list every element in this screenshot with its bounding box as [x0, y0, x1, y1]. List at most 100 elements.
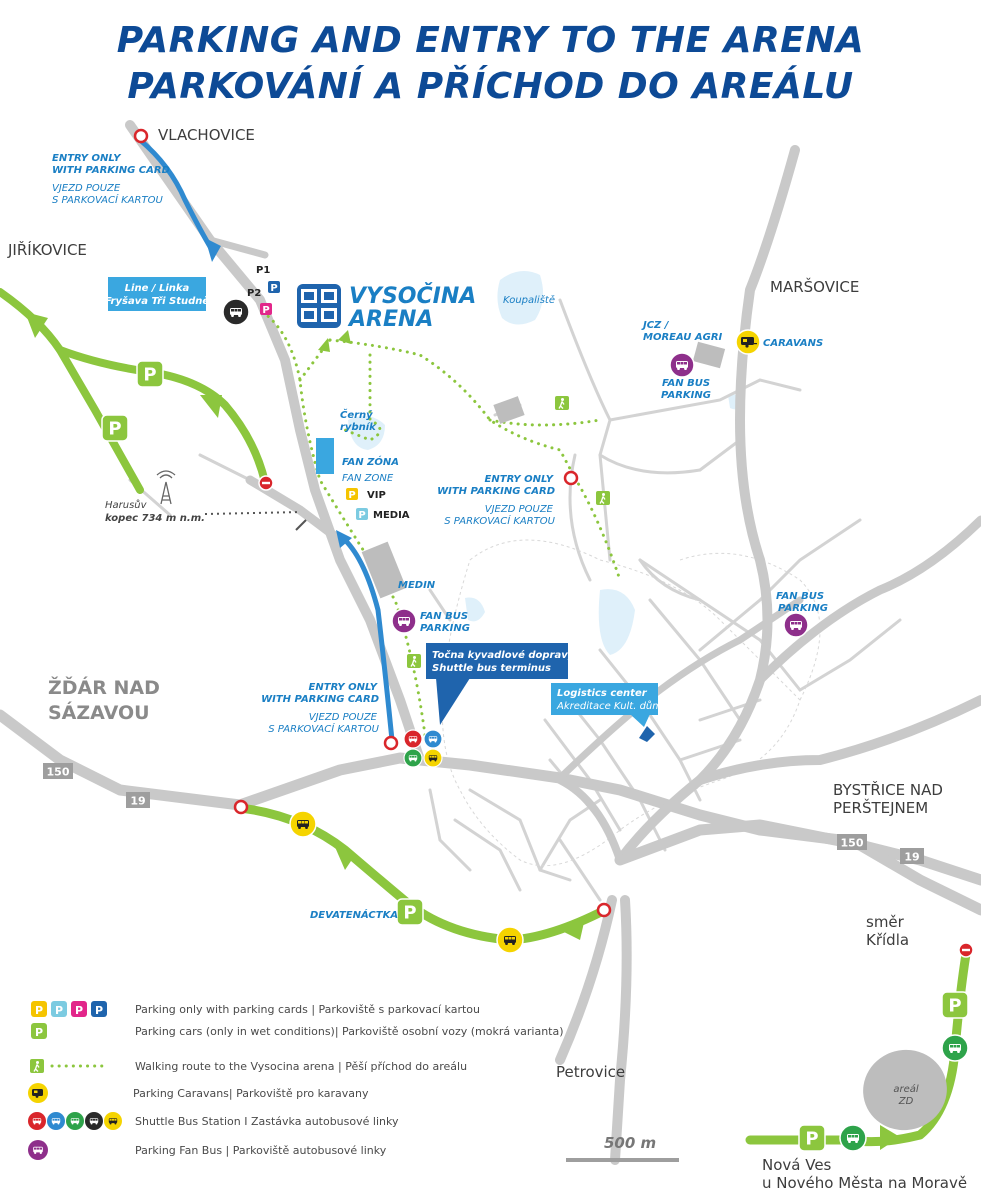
fanbus1-label-line2: PARKING: [661, 390, 711, 401]
legend-text-parking-cards: Parking only with parking cards | Parkov…: [135, 1003, 480, 1016]
shuttle-terminus-cluster: [403, 729, 443, 768]
shuttle-bus-icon-black: [222, 298, 250, 326]
entry-labels: ENTRY ONLY WITH PARKING CARD VJEZD POUZE…: [52, 153, 556, 735]
shuttle-callout-line2: Shuttle bus terminus: [432, 663, 551, 674]
entry1-en-line2: WITH PARKING CARD: [52, 165, 170, 176]
cerny-label-line1: Černý: [340, 407, 373, 421]
no-entry-icon: [258, 475, 274, 491]
entry1-cz-line2: S PARKOVACÍ KARTOU: [52, 193, 163, 206]
road-to-jirikovice: [206, 236, 269, 259]
svg-text:P: P: [75, 1004, 83, 1017]
entry-points: [133, 128, 612, 918]
green-arrow-3: [335, 847, 355, 870]
harusuv-connector: [295, 519, 307, 531]
place-zdar-line2: SÁZAVOU: [48, 701, 150, 724]
shuttle-stops-yellow: [289, 810, 524, 954]
jcz-label-line2: MOREAU AGRI: [643, 332, 723, 343]
walking-person-icon: [555, 396, 569, 410]
blue-arrow-north: [205, 238, 221, 262]
place-bystrice-line1: BYSTŘICE NAD: [833, 780, 943, 799]
shuttle-bus-icon-black: [85, 1112, 103, 1130]
entry1-en-line1: ENTRY ONLY: [52, 153, 122, 164]
blue-route-south: [342, 537, 395, 743]
road-to-bystrice: [695, 695, 981, 785]
parking-cyan-icon: P: [51, 1001, 67, 1017]
svg-text:P: P: [35, 1026, 43, 1039]
entry-point-road19: [233, 799, 249, 815]
fanbus-icon: [783, 612, 809, 638]
legend: P P P P Parking only with parking cards …: [28, 1001, 564, 1160]
parking-blue-icon: P: [91, 1001, 107, 1017]
parking-yellow-icon: P: [31, 1001, 47, 1017]
green-arrow-5: [880, 1125, 900, 1150]
no-entry-icon: [958, 942, 974, 958]
blue-arrow-south: [336, 530, 352, 548]
small-building: [493, 396, 525, 424]
vysocina-arena-logo: VYSOČINA ARENA: [297, 283, 476, 332]
parking-p-letter: P: [143, 365, 156, 386]
svg-text:150: 150: [841, 837, 864, 850]
svg-text:P: P: [35, 1004, 43, 1017]
green-arrowheads: [25, 312, 900, 1150]
title-czech: PARKOVÁNÍ A PŘÍCHOD DO AREÁLU: [127, 66, 854, 107]
title-english: PARKING AND ENTRY TO THE ARENA: [116, 20, 865, 61]
legend-text-walking: Walking route to the Vysocina arena | Pě…: [135, 1060, 467, 1073]
entry2-en-line2: WITH PARKING CARD: [437, 486, 555, 497]
district-border: [441, 539, 821, 867]
harusuv-dotted-line: [204, 511, 301, 515]
arena-parking-signs: P1 P P2 P P P: [247, 265, 368, 521]
logistics-callout: Logistics center Akreditace Kult. dům: [551, 683, 662, 727]
fanbus-icon: [669, 352, 695, 378]
entry2-cz-line1: VJEZD POUZE: [485, 504, 554, 515]
entry3-en-line2: WITH PARKING CARD: [261, 694, 379, 705]
entry3-cz-line1: VJEZD POUZE: [309, 712, 378, 723]
arena-name-line2: ARENA: [347, 307, 433, 332]
legend-row-walking: Walking route to the Vysocina arena | Pě…: [30, 1059, 467, 1073]
p2-label: P2: [247, 288, 261, 299]
fanbus3-label-line1: FAN BUS: [776, 591, 824, 602]
blue-entry-routes: [137, 137, 395, 743]
shuttle-bus-icon: [496, 926, 524, 954]
fanbus2-label-line1: FAN BUS: [420, 611, 468, 622]
cerny-label-line2: rybník: [340, 421, 377, 433]
parking-magenta-icon: P: [260, 303, 272, 316]
no-entry-signs: [258, 475, 974, 958]
legend-text-fanbus: Parking Fan Bus | Parkoviště autobusové …: [135, 1144, 387, 1157]
legend-text-shuttle: Shuttle Bus Station I Zastávka autobusov…: [135, 1115, 399, 1128]
place-vlachovice: VLACHOVICE: [158, 126, 255, 144]
walking-person-icon: [30, 1059, 44, 1073]
shuttle-bus-icon-blue: [47, 1112, 65, 1130]
transmitter-tower-icon: [156, 470, 176, 505]
shuttle-callout-line1: Točna kyvadlové dopravy: [432, 649, 575, 661]
fanbus2-label-line2: PARKING: [420, 623, 470, 634]
shuttle-bus-icon: [839, 1124, 867, 1152]
road-center-east: [556, 596, 804, 782]
blue-route-north: [137, 137, 215, 253]
entry3-cz-line2: S PARKOVACÍ KARTOU: [268, 722, 379, 735]
legend-row-wet-parking: P Parking cars (only in wet conditions)|…: [31, 1023, 564, 1039]
place-marsovice: MARŠOVICE: [770, 277, 859, 296]
parking-p-icon: P: [798, 1124, 826, 1152]
green-arrow-2: [200, 395, 222, 418]
legend-row-caravans: Parking Caravans| Parkoviště pro karavan…: [28, 1083, 369, 1103]
legend-row-fanbus: Parking Fan Bus | Parkoviště autobusové …: [28, 1140, 387, 1160]
wet-parking-signs: P P P P P: [101, 360, 969, 1152]
place-jirikovice: JIŘÍKOVICE: [7, 240, 87, 259]
misc-labels: Koupaliště JCZ / MOREAU AGRI CARAVANS FA…: [105, 294, 919, 1107]
legend-text-wet-parking: Parking cars (only in wet conditions)| P…: [135, 1025, 564, 1038]
parking-p-icon: P: [101, 414, 129, 442]
media-label: MEDIA: [373, 510, 410, 521]
entry-point-south: [383, 735, 399, 751]
line-callout: Line / Linka Fryšava Tři Studně: [105, 277, 209, 311]
logistics-marker-icon: [639, 726, 655, 742]
shuttle-callout-box: [426, 643, 568, 679]
walking-person-icon: [596, 491, 610, 505]
svg-text:P: P: [270, 283, 277, 294]
place-novaves-line1: Nová Ves: [762, 1156, 832, 1174]
svg-text:P: P: [262, 305, 269, 316]
place-krdla-line1: směr: [866, 913, 905, 931]
svg-text:19: 19: [130, 795, 145, 808]
parking-p-letter: P: [805, 1129, 818, 1150]
arena-name-line1: VYSOČINA: [349, 283, 476, 309]
